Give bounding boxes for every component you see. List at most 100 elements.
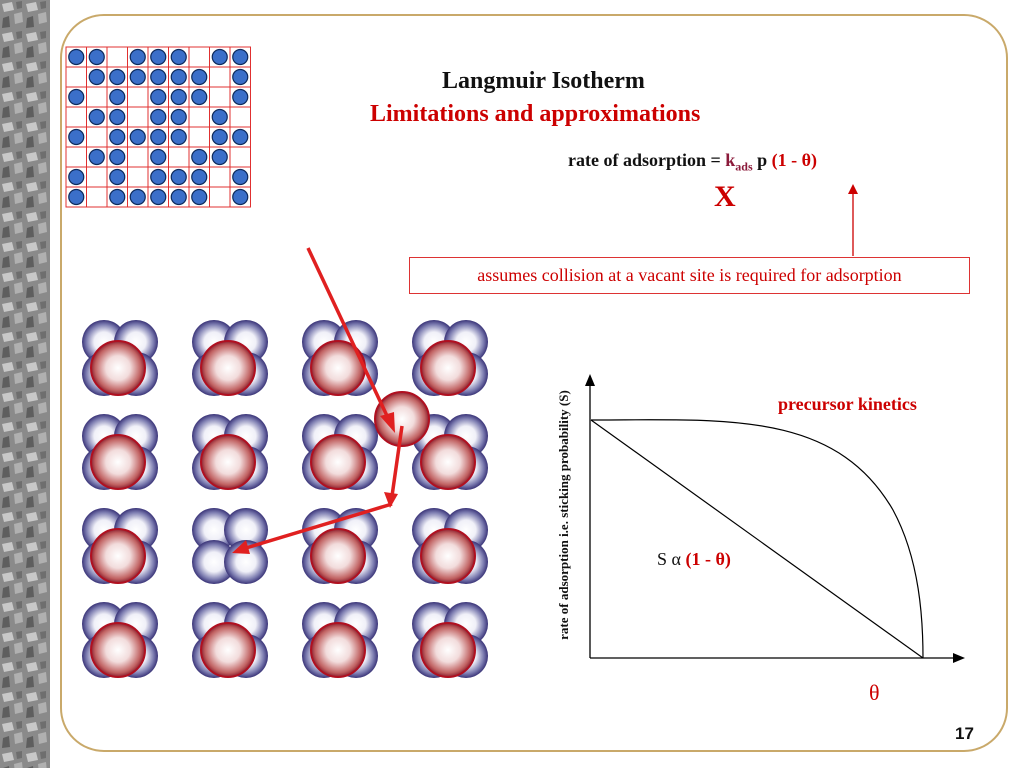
adsorbed-molecule bbox=[88, 108, 105, 126]
adsorbed-atom bbox=[310, 528, 366, 584]
adsorption-rate-equation: rate of adsorption = kads p (1 - θ) bbox=[568, 150, 817, 175]
adsorbed-molecule bbox=[232, 128, 249, 146]
adsorbed-molecule bbox=[109, 168, 126, 186]
adsorbed-molecule bbox=[170, 108, 187, 126]
adsorbed-molecule bbox=[129, 128, 146, 146]
equation-k: kads bbox=[725, 150, 753, 174]
decorative-texture-strip bbox=[0, 0, 50, 768]
adsorbed-molecule bbox=[109, 108, 126, 126]
adsorbed-molecule bbox=[68, 48, 85, 66]
adsorbed-molecule bbox=[211, 148, 228, 166]
grid-site bbox=[86, 86, 108, 108]
surface-atom-lattice bbox=[82, 320, 488, 678]
adsorbed-molecule bbox=[170, 168, 187, 186]
precursor-migration-path bbox=[232, 247, 404, 554]
grid-site bbox=[106, 46, 128, 68]
adsorbed-molecule bbox=[191, 168, 208, 186]
adsorbed-molecule bbox=[191, 188, 208, 206]
adsorbed-atom bbox=[310, 434, 366, 490]
substrate-atom bbox=[192, 540, 236, 584]
adsorption-site-grid bbox=[65, 46, 251, 208]
adsorbed-molecule bbox=[211, 48, 228, 66]
grid-site bbox=[209, 86, 231, 108]
adsorbed-molecule bbox=[232, 48, 249, 66]
adsorbed-molecule bbox=[109, 68, 126, 86]
langmuir-linear-line bbox=[590, 419, 924, 659]
adsorbed-molecule bbox=[88, 148, 105, 166]
adsorbed-molecule bbox=[170, 68, 187, 86]
adsorbed-molecule bbox=[170, 128, 187, 146]
adsorbed-molecule bbox=[129, 68, 146, 86]
adsorbed-molecule bbox=[150, 68, 167, 86]
grid-site bbox=[229, 106, 251, 128]
grid-site bbox=[127, 86, 149, 108]
adsorbed-molecule bbox=[109, 148, 126, 166]
adsorbed-atom bbox=[310, 622, 366, 678]
adsorbed-molecule bbox=[170, 88, 187, 106]
adsorbed-atom bbox=[90, 434, 146, 490]
adsorbed-molecule bbox=[232, 168, 249, 186]
adsorbed-molecule bbox=[232, 68, 249, 86]
adsorbed-atom bbox=[420, 622, 476, 678]
grid-site bbox=[86, 126, 108, 148]
adsorbed-molecule bbox=[150, 48, 167, 66]
grid-site bbox=[86, 186, 108, 208]
adsorbed-molecule bbox=[129, 48, 146, 66]
grid-site bbox=[127, 146, 149, 168]
grid-site bbox=[168, 146, 190, 168]
grid-site bbox=[127, 166, 149, 188]
y-axis-label: rate of adsorption i.e. sticking probabi… bbox=[556, 390, 571, 640]
pointer-arrow bbox=[848, 184, 858, 256]
adsorbed-molecule bbox=[109, 188, 126, 206]
adsorbed-molecule bbox=[150, 148, 167, 166]
adsorbed-molecule bbox=[109, 88, 126, 106]
linear-relation-label: S α (1 - θ) bbox=[657, 549, 731, 569]
adsorbed-molecule bbox=[211, 108, 228, 126]
grid-site bbox=[209, 166, 231, 188]
adsorbed-atom bbox=[420, 434, 476, 490]
adsorbed-atom bbox=[200, 340, 256, 396]
adsorbed-molecule bbox=[211, 128, 228, 146]
adsorbed-molecule bbox=[88, 48, 105, 66]
adsorbed-molecule bbox=[68, 88, 85, 106]
substrate-atom bbox=[224, 508, 268, 552]
adsorbed-molecule bbox=[170, 188, 187, 206]
adsorbed-molecule bbox=[109, 128, 126, 146]
grid-site bbox=[229, 146, 251, 168]
sticking-probability-graph bbox=[585, 374, 965, 663]
adsorbed-molecule bbox=[150, 128, 167, 146]
grid-site bbox=[65, 66, 87, 88]
adsorbed-atom bbox=[90, 528, 146, 584]
precursor-kinetics-label: precursor kinetics bbox=[778, 394, 917, 414]
grid-site bbox=[65, 146, 87, 168]
precursor-kinetics-curve bbox=[590, 419, 924, 659]
adsorbed-atom bbox=[200, 622, 256, 678]
slide-subtitle: Limitations and approximations bbox=[370, 101, 701, 127]
grid-site bbox=[209, 186, 231, 208]
adsorbed-molecule bbox=[68, 168, 85, 186]
grid-site bbox=[65, 106, 87, 128]
substrate-atom bbox=[192, 508, 236, 552]
slide-title: Langmuir Isotherm bbox=[442, 68, 645, 94]
x-axis-arrow-icon bbox=[953, 653, 965, 663]
adsorbed-molecule bbox=[150, 188, 167, 206]
page-number: 17 bbox=[955, 724, 974, 743]
adsorbed-molecule bbox=[170, 48, 187, 66]
grid-site bbox=[188, 126, 210, 148]
equation-lhs: rate of adsorption = bbox=[568, 150, 726, 170]
adsorbed-molecule bbox=[68, 128, 85, 146]
cross-mark: X bbox=[714, 180, 736, 213]
adsorbed-molecule bbox=[150, 168, 167, 186]
equation-vacancy-factor: (1 - θ) bbox=[771, 150, 818, 170]
adsorbed-atom bbox=[420, 528, 476, 584]
grid-site bbox=[209, 66, 231, 88]
adsorbed-atom bbox=[200, 434, 256, 490]
grid-site bbox=[127, 106, 149, 128]
grid-site bbox=[188, 106, 210, 128]
adsorbed-atom bbox=[90, 622, 146, 678]
adsorbed-atom bbox=[420, 340, 476, 396]
adsorbed-molecule bbox=[150, 108, 167, 126]
adsorbed-molecule bbox=[191, 148, 208, 166]
adsorbed-molecule bbox=[232, 88, 249, 106]
x-axis-label: θ bbox=[869, 680, 880, 705]
